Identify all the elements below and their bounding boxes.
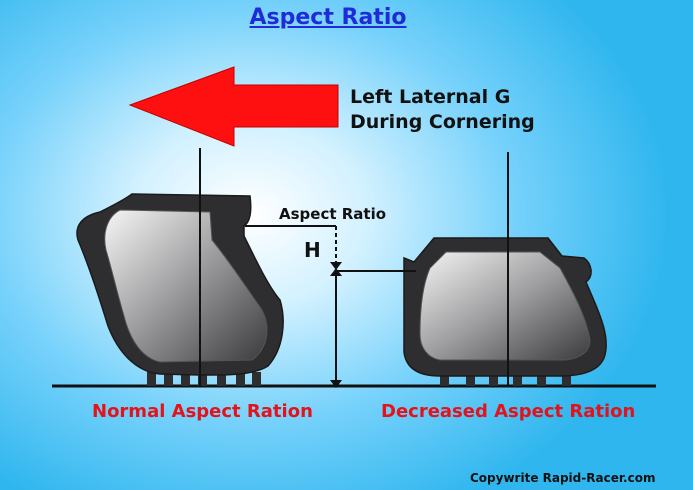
- decreased-tire-tread-block: [537, 372, 546, 386]
- decreased-tire-tread-block: [513, 372, 522, 386]
- lateral-g-label: Left Laternal G During Cornering: [350, 85, 535, 135]
- aspect-ratio-dimension: [245, 225, 416, 388]
- normal-aspect-caption: Normal Aspect Ration: [92, 401, 313, 422]
- lateral-g-label-line1: Left Laternal G: [350, 86, 511, 108]
- normal-tire-tread-block: [164, 372, 173, 386]
- normal-tire-inner: [104, 209, 268, 363]
- lateral-g-label-line2: During Cornering: [350, 111, 535, 133]
- normal-tire: [76, 148, 284, 386]
- normal-tire-tread-block: [236, 372, 245, 386]
- normal-tire-tread-block: [217, 372, 226, 386]
- copyright-text: Copywrite Rapid-Racer.com: [470, 471, 656, 485]
- normal-tire-tread-block: [181, 372, 190, 386]
- height-arrow-head: [330, 262, 342, 270]
- decreased-tire-inner: [419, 251, 591, 361]
- height-label: H: [304, 238, 321, 262]
- diagram-title: Aspect Ratio: [249, 5, 407, 30]
- decreased-tire: [403, 152, 607, 386]
- decreased-tire-tread-block: [440, 372, 449, 386]
- lateral-g-arrow: [128, 66, 339, 147]
- decreased-tire-tread-block: [562, 372, 571, 386]
- height-arrow-head: [330, 380, 342, 388]
- decreased-aspect-caption: Decreased Aspect Ration: [381, 401, 636, 422]
- normal-tire-tread-block: [252, 372, 261, 386]
- aspect-ratio-label: Aspect Ratio: [279, 205, 387, 223]
- decreased-tire-tread-block: [466, 372, 475, 386]
- normal-tire-tread-block: [147, 372, 156, 386]
- normal-tire-tread-block: [198, 372, 207, 386]
- decreased-tire-tread-block: [489, 372, 498, 386]
